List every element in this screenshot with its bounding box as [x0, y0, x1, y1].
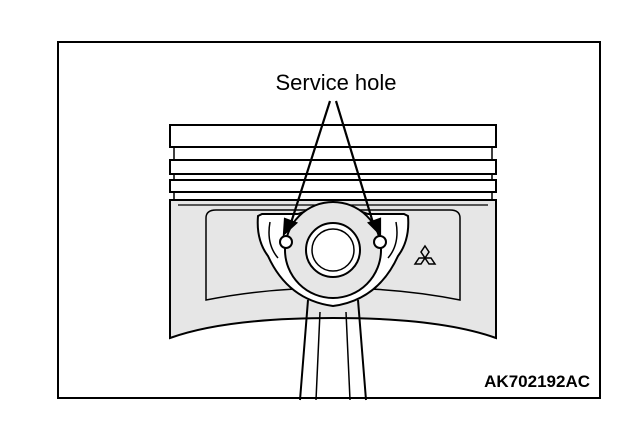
piston-crown [169, 124, 497, 200]
piston-pin [305, 222, 361, 278]
callout-arrows [282, 100, 382, 237]
service-hole-right [373, 235, 387, 249]
figure-id: AK702192AC [484, 372, 590, 391]
service-hole-left [279, 235, 293, 249]
three-diamond-logo [413, 244, 437, 265]
service-hole-label: Service hole [275, 70, 397, 95]
